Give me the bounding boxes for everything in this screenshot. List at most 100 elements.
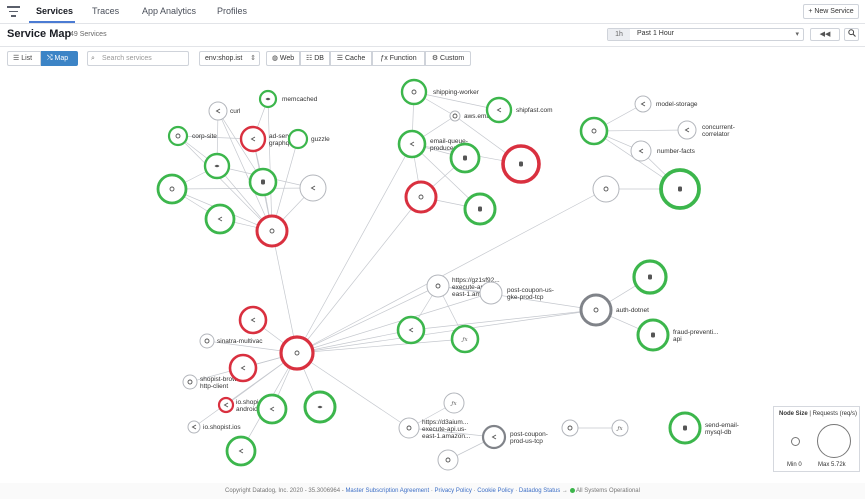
- service-node-n-nf2[interactable]: [592, 175, 620, 203]
- service-node-send-email[interactable]: send-email-mysql-db: [668, 411, 739, 445]
- node-circle[interactable]: [156, 173, 188, 205]
- service-node-n-d2[interactable]: [437, 449, 459, 471]
- service-node-email-queue[interactable]: email-queue-producer: [397, 129, 468, 159]
- footer-link-privacy[interactable]: Privacy Policy: [434, 488, 472, 494]
- node-circle[interactable]: [592, 175, 620, 203]
- map-view-button[interactable]: ⤭ Map: [41, 51, 78, 66]
- service-node-n-a1[interactable]: [632, 259, 668, 295]
- node-circle[interactable]: [443, 392, 465, 414]
- time-navigation-buttons[interactable]: ◀◀: [810, 28, 840, 41]
- service-node-n-g2[interactable]: ƒx: [450, 324, 480, 354]
- service-node-n-right1[interactable]: [299, 174, 327, 202]
- node-circle[interactable]: [238, 305, 268, 335]
- service-node-post-coupon-prod[interactable]: post-coupon-prod-us-tcp: [481, 424, 548, 450]
- search-button[interactable]: [844, 28, 859, 41]
- service-node-concurrent-correlator[interactable]: concurrent-correlator: [677, 120, 735, 140]
- node-circle[interactable]: [256, 393, 288, 425]
- service-node-n-cc1[interactable]: [579, 116, 609, 146]
- service-node-gz1sf92[interactable]: https://gz1sf92...execute-api.us-east-1.…: [426, 274, 501, 298]
- service-node-n-mid2[interactable]: [248, 167, 278, 197]
- service-node-n-left1[interactable]: [156, 173, 188, 205]
- service-node-n-hub2[interactable]: [279, 335, 315, 371]
- env-select[interactable]: env:shop.ist ⇕: [199, 51, 260, 66]
- service-node-n-s2[interactable]: [228, 353, 258, 383]
- node-circle[interactable]: [299, 174, 327, 202]
- service-node-number-facts[interactable]: number-facts: [630, 140, 696, 162]
- node-circle[interactable]: [485, 96, 513, 124]
- service-node-n-hub1[interactable]: [255, 214, 289, 248]
- service-node-auth-dotnet[interactable]: auth-dotnet: [579, 293, 649, 327]
- service-node-n-mid3[interactable]: [204, 203, 236, 235]
- footer-link-cookie[interactable]: Cookie Policy: [477, 488, 514, 494]
- service-node-shipping-worker[interactable]: shipping-worker: [400, 78, 480, 106]
- node-circle[interactable]: [396, 315, 426, 345]
- tab-app-analytics[interactable]: App Analytics: [142, 6, 197, 16]
- node-circle[interactable]: [217, 396, 235, 414]
- node-circle[interactable]: [579, 293, 613, 327]
- service-node-n-s1[interactable]: [238, 305, 268, 335]
- tab-services[interactable]: Services: [36, 6, 74, 16]
- filter-function-button[interactable]: ƒx Function: [372, 51, 425, 66]
- filter-web-button[interactable]: ◍ Web: [266, 51, 300, 66]
- tab-traces[interactable]: Traces: [92, 6, 120, 16]
- service-node-io-shopist-android[interactable]: io.shopist.android: [217, 396, 265, 414]
- service-node-n-s3[interactable]: [256, 393, 288, 425]
- node-circle[interactable]: [239, 125, 267, 153]
- node-circle[interactable]: [450, 324, 480, 354]
- filter-cache-button[interactable]: ☰ Cache: [330, 51, 372, 66]
- service-node-n-s4[interactable]: [303, 390, 337, 424]
- node-circle[interactable]: [426, 274, 450, 298]
- service-node-n-red2[interactable]: [501, 144, 541, 184]
- node-circle[interactable]: [634, 95, 652, 113]
- service-node-n-p1[interactable]: [561, 419, 579, 437]
- service-node-n-web2[interactable]: [404, 180, 438, 214]
- node-circle[interactable]: [437, 449, 459, 471]
- service-node-n-p2[interactable]: ƒx: [611, 419, 629, 437]
- node-circle[interactable]: [561, 419, 579, 437]
- service-node-corp-site[interactable]: corp-site: [167, 125, 217, 147]
- new-service-button[interactable]: + New Service: [803, 4, 859, 19]
- tab-profiles[interactable]: Profiles: [217, 6, 248, 16]
- node-circle[interactable]: [404, 180, 438, 214]
- service-node-ad-server-graphql[interactable]: ad-server-graphql: [239, 125, 299, 153]
- service-node-aws-email[interactable]: aws.email: [449, 110, 493, 122]
- service-node-shopist-browser[interactable]: shopist-browser-http-client: [182, 374, 248, 390]
- filter-db-button[interactable]: ☷ DB: [300, 51, 330, 66]
- service-node-sinatra[interactable]: sinatra-multivac: [199, 333, 263, 349]
- list-view-button[interactable]: ☰ List: [7, 51, 41, 66]
- service-node-n-db2[interactable]: [463, 192, 497, 226]
- service-node-n-g1[interactable]: [396, 315, 426, 345]
- node-circle[interactable]: [187, 420, 201, 434]
- service-node-n-s5[interactable]: [225, 435, 257, 467]
- service-node-io-shopist-ios[interactable]: io.shopist.ios: [187, 420, 241, 434]
- service-node-shipfast[interactable]: shipfast.com: [485, 96, 553, 124]
- node-circle[interactable]: [481, 424, 507, 450]
- node-circle[interactable]: [479, 281, 503, 305]
- service-node-post-coupon-gke[interactable]: post-coupon-us-gke-prod-tcp: [479, 281, 554, 305]
- service-node-d3aium[interactable]: https://d3aium...execute-api.us-east-1.a…: [398, 417, 471, 440]
- filter-custom-button[interactable]: ⚙ Custom: [425, 51, 471, 66]
- footer-link-status[interactable]: Datadog Status: [518, 488, 561, 494]
- service-node-n-nf3[interactable]: [659, 168, 701, 210]
- service-node-guzzle[interactable]: guzzle: [287, 128, 330, 150]
- node-circle[interactable]: [397, 129, 427, 159]
- node-circle[interactable]: [225, 435, 257, 467]
- rewind-icon[interactable]: ◀◀: [819, 31, 831, 38]
- menu-icon[interactable]: [7, 6, 20, 17]
- node-circle[interactable]: [398, 417, 420, 439]
- node-circle[interactable]: [677, 120, 697, 140]
- service-node-curl[interactable]: curl: [208, 101, 241, 121]
- service-node-fraud-prevention[interactable]: fraud-preventi...api: [636, 318, 719, 352]
- node-circle[interactable]: [228, 353, 258, 383]
- node-circle[interactable]: [255, 214, 289, 248]
- node-circle[interactable]: [400, 78, 428, 106]
- node-circle[interactable]: [199, 333, 215, 349]
- service-node-n-eq2[interactable]: [449, 142, 481, 174]
- node-circle[interactable]: [611, 419, 629, 437]
- search-services-field[interactable]: ⌕ Search services: [87, 51, 189, 66]
- time-range-select[interactable]: 1h Past 1 Hour ▾: [607, 28, 804, 41]
- node-circle[interactable]: [579, 116, 609, 146]
- node-circle[interactable]: [287, 128, 309, 150]
- node-circle[interactable]: [279, 335, 315, 371]
